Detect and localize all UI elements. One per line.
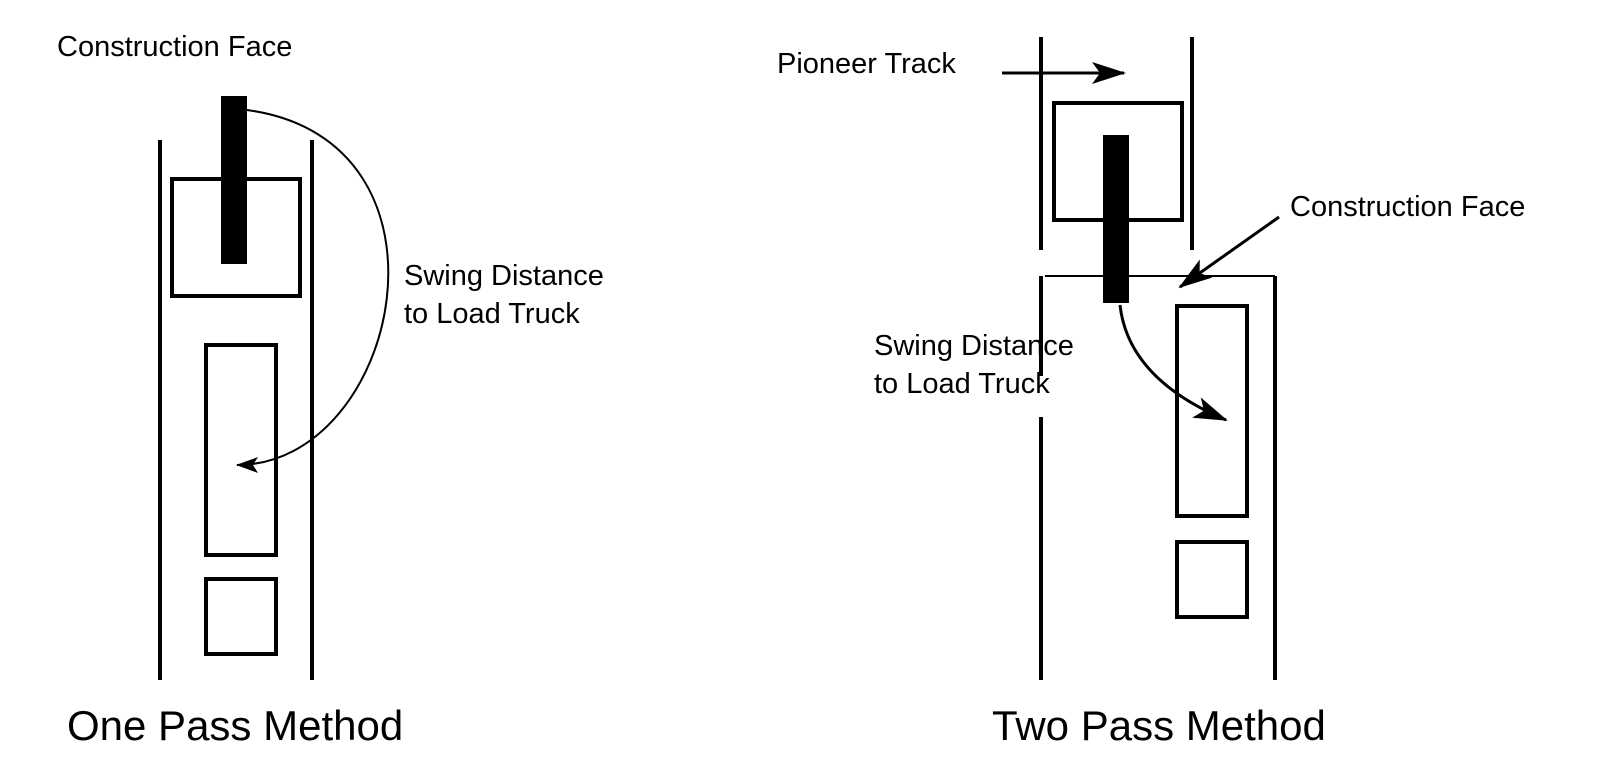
swing-distance-label-left: Swing Distance to Load Truck: [404, 260, 604, 331]
truck-body: [204, 343, 278, 557]
truck-cab: [204, 577, 278, 656]
construction-face-label-left: Construction Face: [57, 31, 293, 63]
one-pass-method-title: One Pass Method: [67, 702, 404, 749]
one-pass-diagram: [158, 96, 390, 680]
excavator-arm: [1103, 135, 1129, 303]
truck-cab: [1175, 540, 1249, 619]
swing-arc-arrow: [236, 109, 390, 473]
pioneer-track-label: Pioneer Track: [777, 48, 956, 80]
excavator-arm: [221, 96, 247, 264]
two-pass-diagram: [1002, 37, 1280, 680]
truck-body: [1175, 304, 1249, 518]
two-pass-method-title: Two Pass Method: [992, 702, 1326, 749]
construction-face-label-right: Construction Face: [1290, 191, 1526, 223]
swing-distance-label-right: Swing Distance to Load Truck: [874, 330, 1074, 401]
swing-arrow: [1118, 304, 1228, 422]
construction-face-arrow: [1178, 215, 1280, 289]
